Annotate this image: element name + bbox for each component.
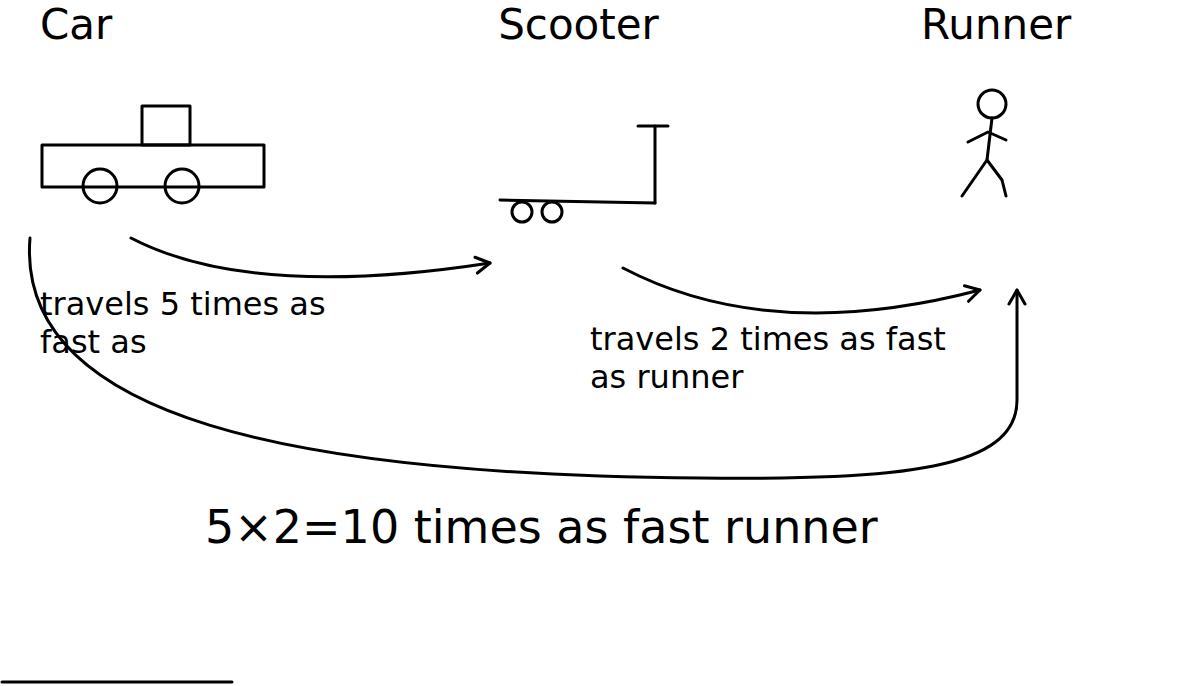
- scooter-stem: [654, 126, 657, 203]
- car-wheel: [165, 169, 199, 203]
- figure-heading: Runner: [919, 0, 1073, 50]
- curved-arrow: [131, 238, 490, 277]
- arrow-label: travels 5 times as fast as: [40, 285, 340, 362]
- runner-legs: [962, 160, 1006, 196]
- arrow-label: 5×2=10 times as fast runner: [205, 500, 878, 555]
- arrow-label: travels 2 times as fast as runner: [590, 320, 970, 397]
- runner-body: [987, 118, 992, 160]
- car-wheel: [83, 169, 117, 203]
- curved-arrow: [623, 268, 980, 313]
- runner-drawing: [962, 90, 1006, 196]
- scooter-wheel: [542, 202, 562, 222]
- car-cab: [142, 106, 190, 145]
- curved-arrow: [29, 238, 1017, 478]
- scooter-handle: [638, 125, 668, 128]
- runner-arms: [968, 132, 1006, 142]
- figure-heading: Car: [40, 0, 260, 50]
- figure-heading: Scooter: [496, 0, 661, 50]
- car-body: [42, 145, 264, 187]
- scooter-wheel: [512, 202, 532, 222]
- scooter-drawing: [500, 126, 668, 222]
- figure-node: Car: [30, 0, 270, 238]
- figure-node: Scooter: [490, 0, 667, 268]
- runner-head: [978, 90, 1006, 118]
- figure-node: Runner: [915, 0, 1077, 290]
- car-drawing: [42, 106, 264, 203]
- underline-mark: [2, 681, 232, 684]
